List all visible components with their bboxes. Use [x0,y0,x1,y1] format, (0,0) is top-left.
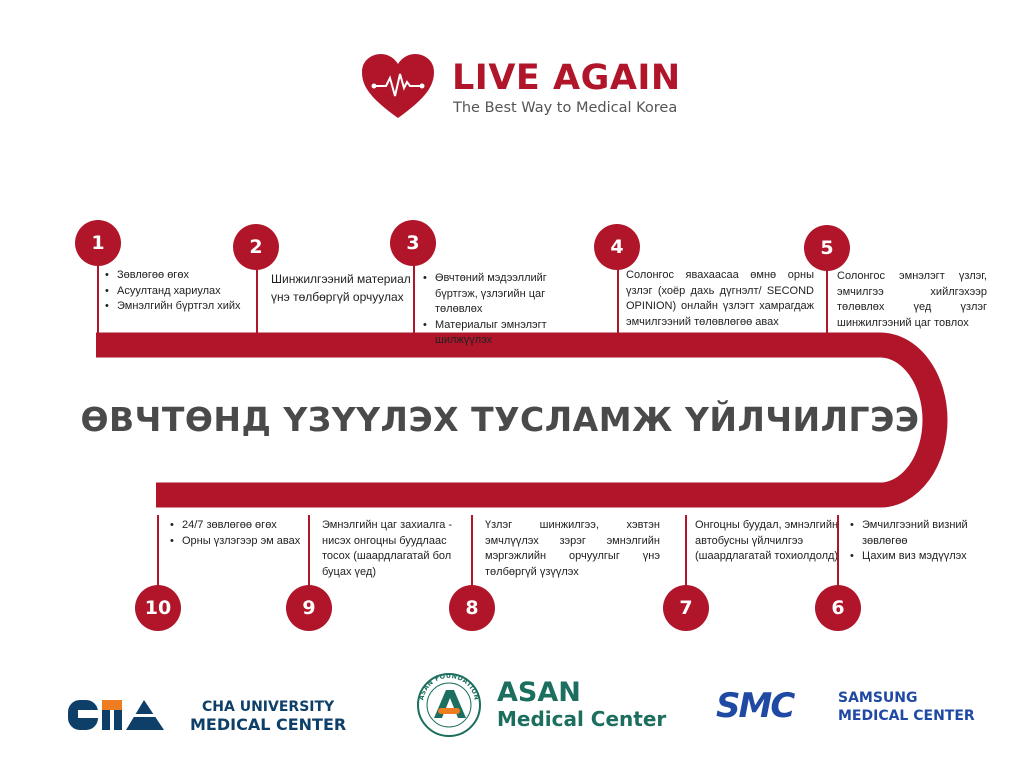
bullet-item: 24/7 зөвлөгөө өгөх [168,518,308,534]
partner-name-line: SAMSUNG [838,690,918,706]
step-6-marker: 6 [815,585,861,631]
partner-name-line: CHA UNIVERSITY [202,699,335,715]
bullet-item: Зөвлөгөө өгөх [103,268,263,284]
bullet-item: Цахим виз мэдүүлэх [848,549,983,565]
partner-name-line: MEDICAL CENTER [838,708,975,724]
partner-name-line: MEDICAL CENTER [190,715,347,734]
step-stem [826,268,828,334]
step-stem [413,262,415,334]
step-stem [308,515,310,587]
partner-name-line: ASAN [497,677,581,708]
bullet-item: Материалыг эмнэлэгт шилжүүлэх [421,318,591,349]
main-title: ӨВЧТӨНД ҮЗҮҮЛЭХ ТУСЛАМЖ ҮЙЛЧИЛГЭЭ [80,400,920,439]
step-10-text: 24/7 зөвлөгөө өгөх Орны үзлэгээр эм авах [168,518,308,549]
step-stem [471,515,473,587]
brand-name: LIVE AGAIN [452,58,681,98]
partner-name-line: Medical Center [497,707,667,731]
step-stem [837,515,839,587]
bullet-item: Өвчтөний мэдээллийг бүртгэж, үзлэгийн ца… [421,271,591,318]
step-4-text: Солонгос явахаасаа өмнө орны үзлэг (хоёр… [626,269,814,328]
step-7-text: Онгоцны буудал, эмнэлгийн автобусны үйлч… [695,519,839,562]
step-stem [157,515,159,587]
heart-logo-icon [360,52,436,120]
step-8-marker: 8 [449,585,495,631]
step-8-text: Үзлэг шинжилгээ, хэвтэн эмчлүүлэх зэрэг … [485,519,660,578]
samsung-medical-center-name: SAMSUNG MEDICAL CENTER [838,689,975,725]
step-stem [97,262,99,334]
step-6-text: Эмчилгээний визний зөвлөгөө Цахим виз мэ… [848,518,983,565]
step-9-marker: 9 [286,585,332,631]
step-1-marker: 1 [75,220,121,266]
step-3-marker: 3 [390,220,436,266]
step-2-text: Шинжилгээний материал үнэ төлбөргүй орчу… [271,272,411,304]
step-5-marker: 5 [804,225,850,271]
step-10-marker: 10 [135,585,181,631]
bullet-item: Асуултанд хариулах [103,284,263,300]
bullet-item: Эмчилгээний визний зөвлөгөө [848,518,983,549]
brand-tagline: The Best Way to Medical Korea [453,100,678,116]
step-stem [617,266,619,334]
asan-foundation-seal-icon: ASAN FOUNDATION [416,672,482,743]
cha-logo-icon [68,698,164,737]
step-stem [256,266,258,334]
bullet-item: Орны үзлэгээр эм авах [168,534,308,550]
step-7-marker: 7 [663,585,709,631]
step-5-text: Солонгос эмнэлэгт үзлэг, эмчилгээ хийлгэ… [837,270,987,329]
bullet-item: Эмнэлгийн бүртгэл хийх [103,299,263,315]
step-4-marker: 4 [594,224,640,270]
step-2-marker: 2 [233,224,279,270]
step-stem [685,515,687,587]
step-3-text: Өвчтөний мэдээллийг бүртгэж, үзлэгийн ца… [421,271,591,349]
smc-logo-icon: SMC [716,686,795,726]
step-1-text: Зөвлөгөө өгөх Асуултанд хариулах Эмнэлги… [103,268,263,315]
step-9-text: Эмнэлгийн цаг захиалга - нисэх онгоцны б… [322,519,453,578]
